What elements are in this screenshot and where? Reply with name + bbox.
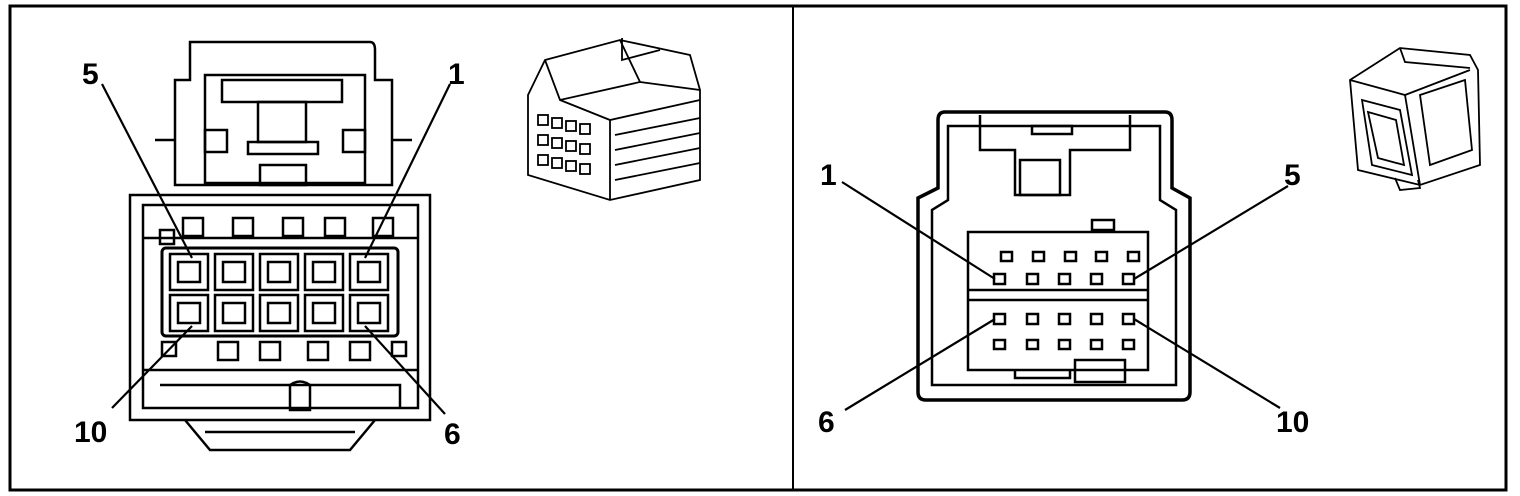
- left-pin-label-10: 10: [74, 416, 107, 449]
- left-connector-face: [128, 40, 432, 452]
- right-pin-label-10: 10: [1276, 406, 1309, 439]
- left-pin-label-6: 6: [444, 418, 461, 451]
- right-connector-iso-sketch: [1349, 47, 1481, 191]
- right-connector-face: [916, 110, 1192, 402]
- left-connector-iso-sketch: [527, 38, 701, 201]
- left-pin-label-5: 5: [82, 58, 99, 91]
- right-pin-label-1: 1: [820, 159, 837, 192]
- left-pin-label-1: 1: [448, 58, 465, 91]
- right-pin-label-6: 6: [818, 406, 835, 439]
- left-leader-lines: [101, 83, 451, 415]
- outer-frame: [8, 4, 1508, 492]
- right-leader-lines: [841, 181, 1289, 411]
- right-pin-label-5: 5: [1284, 159, 1301, 192]
